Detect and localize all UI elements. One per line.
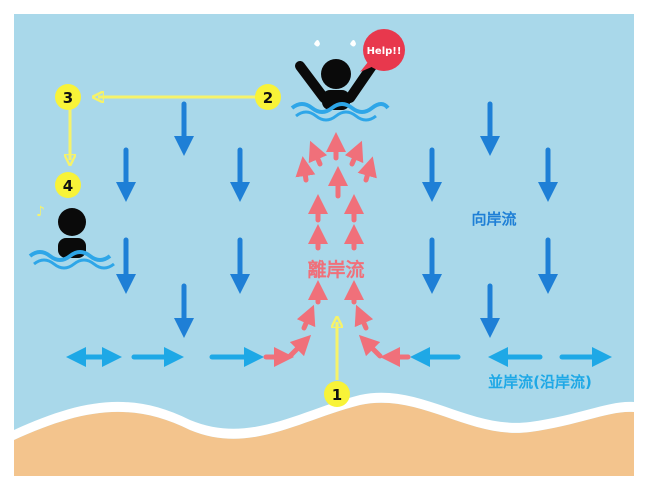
step-circle-2 [255, 84, 281, 110]
rip-arrow [296, 304, 316, 331]
rip-current-label: 離岸流 [307, 258, 364, 281]
step-label-4: 4 [63, 177, 73, 195]
help-bubble [363, 29, 405, 71]
help-bubble-tail [360, 62, 374, 72]
step-label-3: 3 [63, 89, 73, 107]
rip-arrow [357, 156, 377, 183]
step-circle-4 [55, 172, 81, 198]
rip-arrow [295, 156, 316, 183]
rip-arrow [344, 140, 364, 167]
escape-path [70, 97, 337, 380]
resting-swimmer: ♪ [28, 204, 115, 270]
water-wave-swimmer [290, 102, 390, 114]
swimmer-head [321, 59, 351, 89]
sand-beach [14, 402, 634, 476]
step-circle-3 [55, 84, 81, 110]
music-note-icon: ♪ [36, 204, 45, 220]
step-label-2: 2 [263, 89, 273, 107]
sweat-drops-icon [314, 40, 356, 47]
drowning-swimmer [290, 40, 390, 122]
raised-arms [295, 61, 377, 103]
step-markers: 1 2 3 4 [55, 84, 350, 407]
water-wave-swimmer [295, 110, 377, 122]
longshore-current-label: 並岸流(沿岸流) [488, 373, 592, 391]
rip-arrow [354, 304, 374, 331]
water-wave-resting [28, 250, 112, 262]
onshore-current-label: 向岸流 [471, 210, 516, 228]
help-text: Help!! [367, 46, 402, 57]
rip-current-arrows [263, 132, 411, 367]
step-circle-1 [324, 381, 350, 407]
rip-arrow [308, 140, 328, 167]
rip-arrow [358, 334, 383, 359]
rip-arrow [287, 334, 312, 359]
onshore-current-arrows [116, 101, 558, 338]
water-wave-resting [33, 258, 115, 270]
step-label-1: 1 [332, 386, 342, 404]
resting-swimmer-head [58, 208, 86, 236]
